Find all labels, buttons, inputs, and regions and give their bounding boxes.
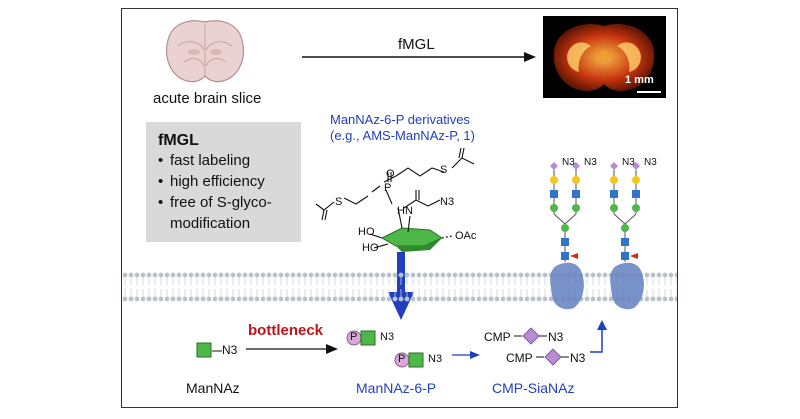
fmgl-arrow-label: fMGL: [398, 36, 435, 53]
slice-label: acute brain slice: [153, 90, 262, 107]
mannaz6p-square-icon: [360, 330, 376, 346]
brain-slice-drawing: [165, 20, 245, 83]
cell-membrane: [122, 272, 677, 302]
bottleneck-arrow: [246, 344, 338, 354]
membrane-protein: [610, 262, 644, 310]
atom-n3: N3: [440, 196, 455, 208]
feature-text: high efficiency: [170, 173, 265, 190]
bond-line: [212, 350, 222, 352]
mannaz6p-label: ManNAz-6-P: [356, 380, 437, 396]
glycan-n3-label: N3: [622, 157, 635, 168]
mannaz6p-square-icon: [408, 352, 424, 368]
membrane-protein: [550, 262, 584, 310]
features-box: fMGL •fast labeling •high efficiency •fr…: [146, 122, 301, 242]
atom-ho1: HO: [358, 226, 375, 238]
feature-list: •fast labeling •high efficiency •free of…: [158, 152, 272, 236]
mannaz-symbol: [196, 342, 212, 358]
fluorescence-brain-image: 1 mm: [543, 16, 666, 98]
conversion-arrow: [452, 351, 480, 359]
feature-text: modification: [170, 215, 251, 232]
glycan-n3-label: N3: [644, 157, 657, 168]
atom-s-upper: S: [440, 164, 448, 176]
glycan-n3-label: N3: [584, 157, 597, 168]
cmp-label: CMP: [484, 330, 511, 344]
transport-arrow: [590, 320, 607, 353]
cmp-sianaz-label: CMP-SiaNAz: [492, 380, 575, 396]
atom-oac: OAc: [455, 230, 477, 242]
mannaz6p-n3: N3: [428, 353, 443, 365]
mannaz-n3: N3: [222, 343, 238, 357]
atom-ho2: HO: [362, 242, 379, 254]
cmp-label: CMP: [506, 351, 533, 365]
sianaz-diamond-icon: [514, 327, 547, 345]
compound-caption-line2: (e.g., AMS-ManNAz-P, 1): [330, 128, 475, 143]
feature-item: •fast labeling: [158, 152, 251, 169]
atom-hn: HN: [397, 205, 413, 217]
atom-s-lower: S: [335, 196, 343, 208]
cmp-n3: N3: [548, 330, 564, 344]
chemical-structure: [315, 147, 475, 252]
atom-p: P: [384, 182, 392, 194]
feature-item: •free of S-glyco-: [158, 194, 272, 211]
scale-bar-label: 1 mm: [625, 74, 654, 86]
feature-item: •high efficiency: [158, 173, 265, 190]
feature-text: fast labeling: [170, 152, 251, 169]
mannaz6p-n3: N3: [380, 331, 395, 343]
mannaz-label: ManNAz: [186, 380, 240, 396]
compound-caption-line1: ManNAz-6-P derivatives: [330, 112, 470, 127]
feature-item: modification: [158, 215, 272, 236]
fmgl-arrow: [302, 52, 536, 62]
glycan-n3-label: N3: [562, 157, 575, 168]
p-label: P: [398, 353, 406, 365]
atom-o: O: [386, 168, 395, 180]
sianaz-diamond-icon: [536, 348, 569, 366]
p-label: P: [350, 331, 358, 343]
bottleneck-label: bottleneck: [248, 322, 324, 339]
feature-text: free of S-glyco-: [170, 194, 272, 211]
features-title: fMGL: [158, 132, 199, 149]
cmp-n3: N3: [570, 351, 586, 365]
glycan-chains: [550, 162, 640, 262]
